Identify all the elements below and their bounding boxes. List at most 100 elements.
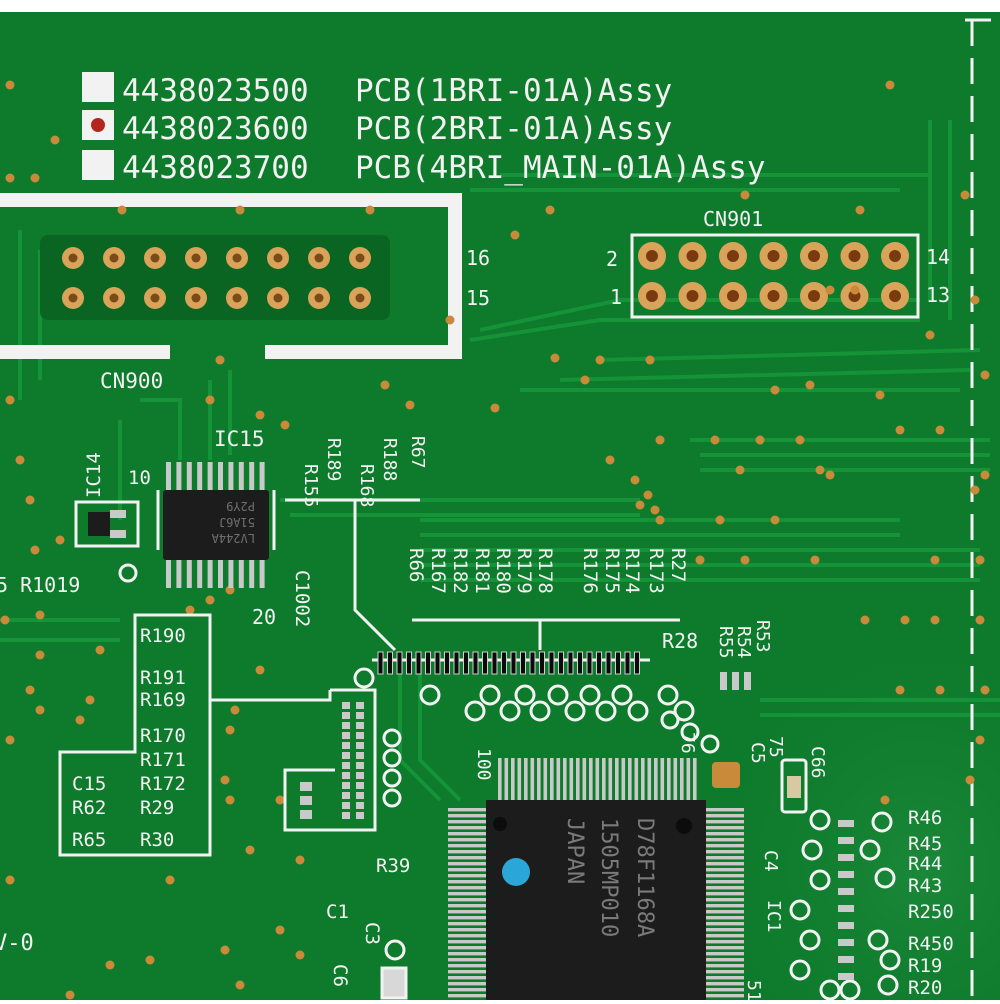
- assy-checkbox-3: [82, 150, 114, 180]
- mcu-pin: [706, 958, 744, 962]
- mcu-pin: [706, 808, 744, 812]
- mcu-pin: [641, 758, 645, 800]
- ic15-pin10: 10: [128, 467, 151, 489]
- mcu-pin: [706, 832, 744, 836]
- resistor-row-label: R179: [513, 548, 535, 594]
- ic15-marking-3: P2Y9: [226, 499, 255, 513]
- via: [220, 775, 230, 785]
- array-pad: [356, 792, 364, 799]
- header-pin: [624, 651, 631, 675]
- c1002-label: C1002: [291, 570, 313, 627]
- r191-label: R191: [140, 667, 186, 689]
- via: [645, 355, 655, 365]
- assy-part-2: 4438023600: [122, 111, 309, 147]
- right-resistor-labels: R46 R45 R44 R43 R250 R450 R19 R20: [908, 807, 954, 999]
- smd-pad: [838, 854, 854, 861]
- via: [235, 205, 245, 215]
- header-pin: [482, 651, 488, 675]
- via: [35, 650, 45, 660]
- via: [30, 545, 40, 555]
- via: [165, 875, 175, 885]
- via: [935, 425, 945, 435]
- resistor-row-label: R174: [621, 548, 643, 594]
- via: [980, 470, 990, 480]
- test-ring: [673, 700, 695, 722]
- r54-label: R54: [733, 626, 754, 659]
- r188-label: R188: [379, 438, 400, 481]
- r53-label: R53: [752, 620, 773, 653]
- test-ring: [700, 734, 720, 754]
- via: [145, 955, 155, 965]
- via: [55, 535, 65, 545]
- mcu-pin: [706, 898, 744, 902]
- mcu-pin: [448, 976, 486, 980]
- mcu-pin: [448, 916, 486, 920]
- header-pin: [501, 651, 507, 675]
- via: [580, 375, 590, 385]
- test-ring: [579, 684, 601, 706]
- header-pin: [539, 651, 545, 675]
- ic15-pin: [166, 462, 171, 492]
- mcu-pin: [654, 758, 658, 800]
- cn900-label: CN900: [100, 369, 163, 393]
- test-ring: [859, 839, 881, 861]
- via: [655, 435, 665, 445]
- test-ring: [657, 684, 679, 706]
- via: [630, 475, 640, 485]
- mcu-pin: [602, 758, 606, 800]
- via: [205, 595, 215, 605]
- assy-list: 4438023500 PCB(1BRI-01A)Assy 4438023600 …: [82, 72, 766, 186]
- via: [255, 410, 265, 420]
- mcu-pin: [589, 758, 593, 800]
- assy-marker-dot: [91, 118, 105, 132]
- test-pad-row: [419, 672, 751, 754]
- via: [75, 715, 85, 725]
- ic15-pin: [207, 558, 213, 588]
- via: [975, 615, 985, 625]
- mcu-pin: [448, 922, 486, 926]
- c5-label: C5: [747, 742, 768, 764]
- mcu-pin: [448, 844, 486, 848]
- via: [295, 855, 305, 865]
- ic14-label: IC14: [83, 452, 105, 498]
- mcu-pin: [448, 928, 486, 932]
- mcu-pin51: 51: [743, 980, 764, 1000]
- ic15-pin: [259, 462, 265, 492]
- via: [295, 950, 305, 960]
- mcu-pin: [706, 844, 744, 848]
- mcu-pin: [448, 862, 486, 866]
- via: [795, 435, 805, 445]
- array-pad: [356, 752, 364, 759]
- v0-label: V-0: [0, 931, 34, 956]
- test-ring: [839, 979, 861, 1001]
- resistor-row-label: R66: [405, 548, 427, 582]
- via: [880, 795, 890, 805]
- via: [895, 685, 905, 695]
- ic15-pin: [176, 558, 182, 588]
- test-ring: [877, 974, 899, 996]
- mcu-pin: [628, 758, 632, 800]
- header-pin: [377, 651, 384, 675]
- test-ring: [660, 710, 680, 730]
- smd-pad: [838, 871, 854, 878]
- board-outline-dashed: [965, 18, 995, 1000]
- via: [225, 795, 235, 805]
- array-pad: [342, 782, 350, 789]
- mcu-pin: [608, 758, 613, 800]
- r171-label: R171: [140, 749, 186, 771]
- test-ring: [627, 700, 649, 722]
- mcu-pin: [706, 862, 744, 866]
- header-pin: [425, 651, 431, 675]
- via: [95, 645, 105, 655]
- mcu-pin: [582, 758, 587, 800]
- via: [635, 500, 645, 510]
- mcu-pin: [448, 832, 486, 836]
- via: [930, 615, 940, 625]
- array-pad: [342, 792, 350, 799]
- header-pin: [520, 651, 526, 675]
- mcu-pin: [693, 758, 697, 800]
- ic14-component: IC14: [74, 452, 140, 583]
- via: [810, 555, 820, 565]
- r46-label: R46: [908, 807, 942, 829]
